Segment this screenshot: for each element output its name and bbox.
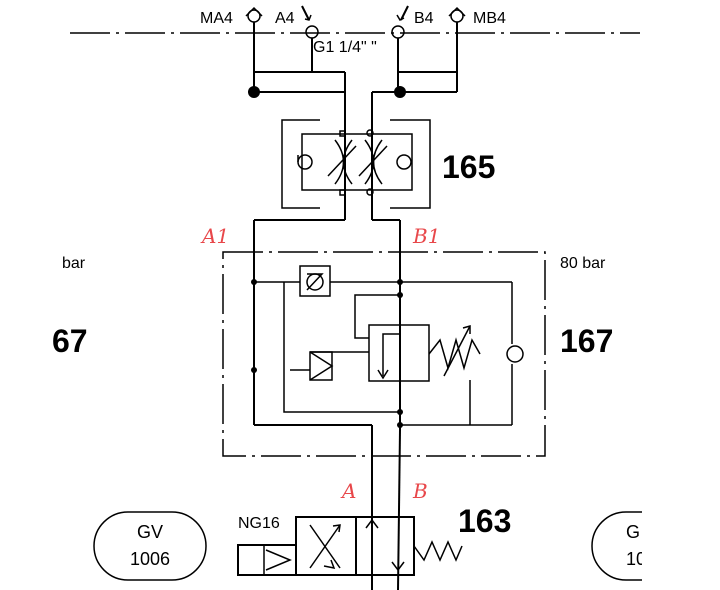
svg-text:10: 10 — [626, 549, 646, 569]
svg-text:1006: 1006 — [130, 549, 170, 569]
junction-dot — [394, 86, 406, 98]
component-163-label: 163 — [458, 503, 511, 539]
thread-size-label: G1 1/4" " — [313, 39, 377, 56]
flow-control-block-165 — [281, 92, 431, 220]
port-mb4-label: MB4 — [473, 10, 506, 27]
svg-text:GV: GV — [137, 522, 163, 542]
right-crop-band — [642, 0, 720, 590]
directional-valve-163-symbol — [237, 516, 463, 576]
gauge-port-mb4-symbol — [448, 6, 466, 23]
component-165-label: 165 — [442, 149, 495, 185]
handwritten-b1-label: B1 — [412, 224, 440, 248]
handwritten-b-label: B — [412, 479, 428, 503]
right-pressure-label: 80 bar — [560, 255, 606, 272]
gauge-port-ma4-symbol — [245, 6, 263, 23]
valve-size-label: NG16 — [238, 515, 280, 532]
component-167-label: 167 — [560, 323, 613, 359]
port-b4-label: B4 — [414, 10, 434, 27]
gv-1006-tag: GV 1006 — [93, 511, 207, 581]
component-167-partial-label: 67 — [52, 323, 88, 359]
handwritten-a1-label: A1 — [200, 224, 229, 248]
svg-text:G: G — [626, 522, 640, 542]
left-pressure-label: bar — [62, 255, 86, 272]
port-ma4-label: MA4 — [200, 10, 233, 27]
port-a4-label: A4 — [275, 10, 295, 27]
relief-block-167-circuit — [251, 219, 524, 590]
junction-dot — [248, 86, 260, 98]
handwritten-a-label: A — [340, 479, 356, 503]
relief-block-167-border — [222, 251, 546, 457]
